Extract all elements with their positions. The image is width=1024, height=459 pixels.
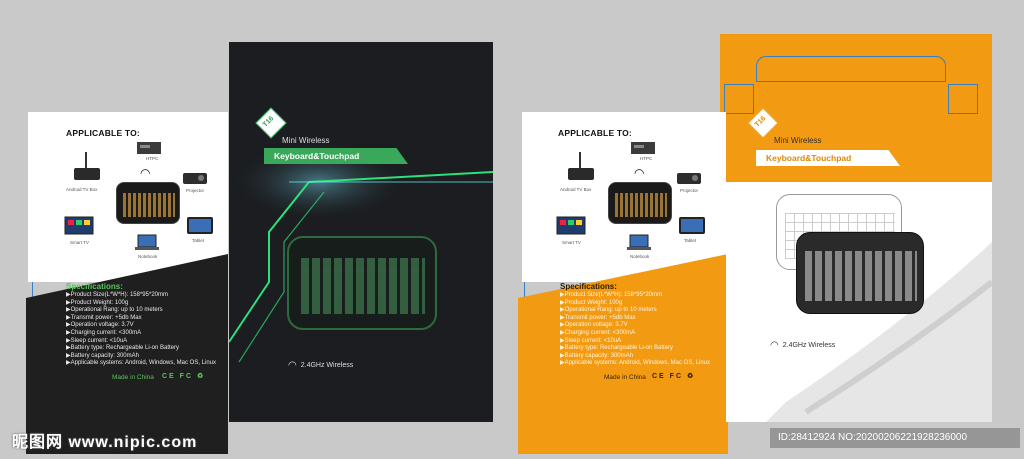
spec-line: ▶Product Weight: 100g [66,299,129,306]
notebook-icon [135,234,159,250]
specs-title: Specifications: [560,282,617,291]
spec-line: ▶Product Size(L*W*H): 158*95*20mm [560,292,662,298]
image-id-strip: ID:28412924 NO:20200206221928236000 [770,428,1020,448]
wifi-icon: ◠ [140,166,151,180]
left-applicable-panel: APPLICABLE TO: Android TV Box HTPC ◠ Pro… [28,112,228,282]
wireless-line: ◠ 2.4GHz Wireless [288,360,353,371]
spec-line: ▶Transmit power: +5db Max [560,314,636,321]
spec-line: ▶Product Size(L*W*H): 158*95*20mm [66,292,168,298]
spec-line: ▶Battery type: Rechargeable Li-on Batter… [66,345,180,352]
keyboard-outline [287,236,437,330]
applicable-title: APPLICABLE TO: [66,128,140,138]
device-label-htpc: HTPC [640,156,653,161]
left-front-panel [229,42,493,422]
wireless-label: 2.4GHz Wireless [300,362,354,369]
mini-wireless-label: Mini Wireless [774,136,822,145]
htpc-icon [631,142,655,154]
right-dieline-side-flap-right [948,84,978,114]
right-front-panel [726,182,992,422]
product-banner: Keyboard&Touchpad [756,150,900,166]
right-dieline-side-flap-left [724,84,754,114]
spec-line: ▶Operation voltage: 3.7V [66,322,134,329]
tv-box-icon [74,152,100,180]
smart-tv-icon [64,216,94,235]
spec-line: ▶Operational Rang: up to 10 meters [66,307,163,314]
device-label-android-tv-box: Android TV Box [560,187,592,192]
device-label-tablet: Tablet [684,238,697,243]
spec-line: ▶Battery capacity: 300mAh [66,352,139,359]
spec-line: ▶Transmit power: +5db Max [66,314,142,321]
wireless-label: 2.4GHz Wireless [782,342,836,349]
device-label-smart-tv: Smart TV [562,240,581,245]
device-label-projector: Projector [680,188,699,193]
specs-title: Specifications: [66,282,123,291]
cert-marks: CE FC ♻ [652,373,696,380]
spec-line: ▶Charging current: <300mA [560,330,636,336]
spec-line: ▶Product Weight: 100g [560,299,623,306]
htpc-icon [137,142,161,154]
green-light-streaks [229,142,493,363]
spec-line: ▶Applicable systems: Android, Windows, M… [560,360,711,367]
spec-line: ▶Battery type: Rechargeable Li-on Batter… [560,345,674,352]
model-label: T16 [261,115,276,129]
smart-tv-icon [556,216,586,235]
spec-line: ▶Battery capacity: 300mAh [560,352,633,359]
tablet-icon [187,217,213,234]
made-in-label: Made in China [604,374,646,381]
device-label-android-tv-box: Android TV Box [66,187,98,192]
applicable-title: APPLICABLE TO: [558,128,632,138]
wifi-icon: ◠ [288,360,297,371]
device-label-tablet: Tablet [192,238,205,243]
right-applicable-panel: APPLICABLE TO: Android TV Box HTPC ◠ Pro… [522,112,726,282]
tv-box-icon [568,152,594,180]
product-banner: Keyboard&Touchpad [264,148,408,164]
wifi-icon: ◠ [770,340,779,351]
spec-line: ▶Charging current: <300mA [66,330,142,336]
spec-line: ▶Operation voltage: 3.7V [560,322,628,329]
keyboard-image-black [796,232,924,314]
projector-icon [183,173,207,184]
spec-line: ▶Applicable systems: Android, Windows, M… [66,360,217,367]
notebook-icon [627,234,651,250]
spec-line: ▶Operational Rang: up to 10 meters [560,307,657,314]
site-watermark: 昵图网 www.nipic.com [12,434,198,451]
spec-line: ▶Sleep current: <10uA [66,337,128,344]
grey-swoosh [766,242,992,422]
right-dieline-top-flap [756,56,946,82]
cert-marks: CE FC ♻ [162,373,206,380]
spec-line: ▶Sleep current: <10uA [560,337,622,344]
keyboard-image [608,182,672,224]
keyboard-image [116,182,180,224]
wireless-line: ◠ 2.4GHz Wireless [770,340,835,351]
wifi-icon: ◠ [634,166,645,180]
device-label-projector: Projector [186,188,205,193]
projector-icon [677,173,701,184]
device-label-htpc: HTPC [146,156,159,161]
device-label-smart-tv: Smart TV [70,240,89,245]
model-label: T16 [753,115,768,129]
made-in-label: Made in China [112,374,154,381]
device-label-notebook: Notebook [138,254,158,259]
tablet-icon [679,217,705,234]
device-label-notebook: Notebook [630,254,650,259]
mini-wireless-label: Mini Wireless [282,136,330,145]
